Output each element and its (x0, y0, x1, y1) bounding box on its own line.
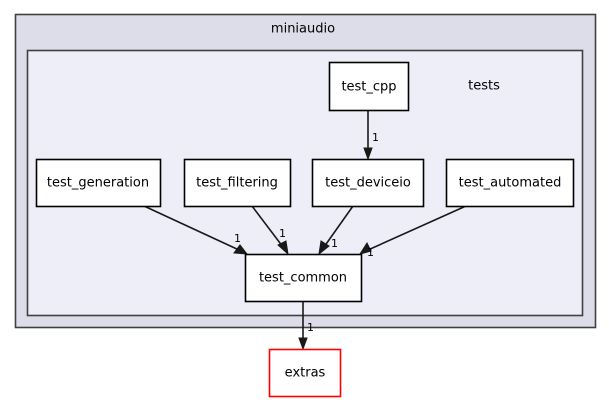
edge-test_cpp-to-test_deviceio[interactable]: 1 (363, 110, 379, 161)
nodes-group: test_cpp test_generation test_filtering … (35, 61, 575, 398)
node-label: test_common (259, 271, 347, 286)
edge-weight-label: 1 (279, 227, 286, 240)
edge-weight-label: 1 (331, 237, 338, 250)
cluster-miniaudio-label: miniaudio (271, 22, 335, 37)
node-label: test_filtering (196, 176, 278, 191)
node-label: test_deviceio (325, 176, 411, 191)
node-test_automated[interactable]: test_automated (445, 158, 575, 208)
node-label: test_generation (47, 176, 149, 191)
edge-test_filtering-to-test_common[interactable]: 1 (251, 205, 289, 256)
node-label: test_cpp (341, 80, 396, 95)
node-test_common[interactable]: test_common (244, 253, 363, 303)
edge-test_deviceio-to-test_common[interactable]: 1 (318, 205, 354, 256)
edge-weight-label: 1 (367, 246, 374, 259)
node-test_deviceio[interactable]: test_deviceio (311, 158, 425, 208)
node-test_generation[interactable]: test_generation (35, 158, 162, 208)
cluster-tests-label: tests (468, 79, 500, 94)
edge-test_generation-to-test_common[interactable]: 1 (143, 205, 249, 255)
edge-test_common-to-extras[interactable]: 1 (298, 301, 314, 351)
edge-test_automated-to-test_common[interactable]: 1 (358, 205, 467, 259)
edges-group: 1 1 1 1 1 1 (143, 110, 467, 351)
node-test_cpp[interactable]: test_cpp (328, 61, 410, 112)
node-test_filtering[interactable]: test_filtering (183, 158, 292, 208)
edge-weight-label: 1 (372, 131, 379, 144)
node-extras[interactable]: extras (268, 348, 342, 398)
edge-weight-label: 1 (234, 232, 241, 245)
node-label: extras (285, 366, 326, 381)
node-label: test_automated (459, 176, 562, 191)
edge-weight-label: 1 (307, 321, 314, 334)
